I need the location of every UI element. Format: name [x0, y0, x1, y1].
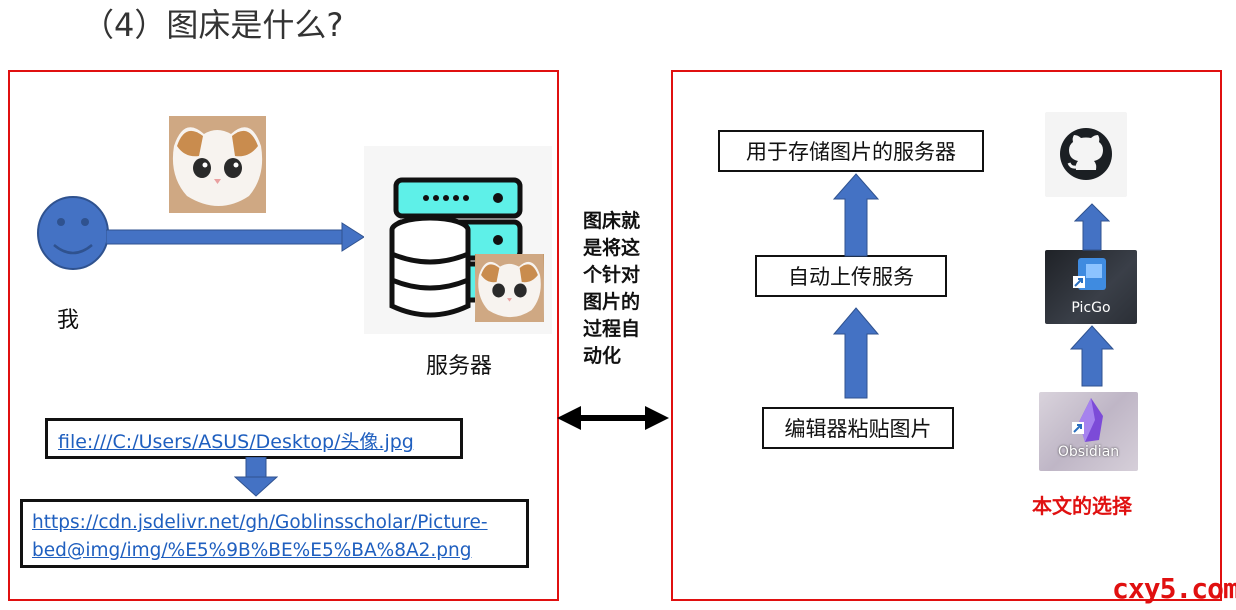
person-label: 我	[57, 308, 80, 333]
explanation-line: 图床就	[583, 210, 641, 232]
up-arrow-icon	[833, 307, 879, 399]
obsidian-icon	[1072, 398, 1103, 442]
double-arrow-icon	[557, 406, 669, 430]
up-arrow-icon	[833, 173, 879, 257]
explanation-text: 图床就 是将这 个针对 图片的 过程自 动化	[583, 208, 655, 370]
explanation-line: 个针对	[583, 264, 641, 286]
cdn-url-line1[interactable]: https://cdn.jsdelivr.net/gh/Goblinsschol…	[32, 512, 488, 533]
up-arrow-icon	[1070, 325, 1114, 387]
explanation-line: 图片的	[583, 291, 641, 313]
step-editor-paste: 编辑器粘贴图片	[762, 407, 954, 449]
step-storage-server: 用于存储图片的服务器	[718, 130, 984, 172]
picgo-app-tile: PicGo	[1045, 250, 1137, 324]
choice-label: 本文的选择	[1032, 494, 1132, 518]
local-path-box: file:///C:/Users/ASUS/Desktop/头像.jpg	[45, 418, 463, 459]
cat-photo-on-server	[475, 254, 544, 322]
local-path-link[interactable]: file:///C:/Users/ASUS/Desktop/头像.jpg	[58, 431, 414, 453]
cdn-url-line2[interactable]: bed@img/img/%E5%9B%BE%E5%BA%8A2.png	[32, 540, 472, 561]
page-title: （4）图床是什么?	[82, 6, 344, 44]
down-arrow-icon	[234, 457, 278, 497]
github-app-tile	[1045, 112, 1127, 197]
step-auto-upload: 自动上传服务	[755, 255, 947, 297]
right-panel	[671, 70, 1222, 601]
cat-photo	[169, 116, 266, 213]
person-smiley-icon	[37, 196, 109, 270]
up-arrow-icon	[1074, 203, 1110, 251]
explanation-line: 是将这	[583, 237, 641, 259]
left-panel	[8, 70, 559, 601]
server-database-icon	[364, 146, 552, 334]
explanation-line: 过程自	[583, 318, 641, 340]
picgo-app-label: PicGo	[1071, 300, 1111, 316]
obsidian-app-label: Obsidian	[1057, 444, 1120, 460]
picgo-icon	[1073, 258, 1106, 290]
obsidian-app-tile: Obsidian	[1039, 392, 1138, 471]
github-icon	[1060, 128, 1112, 180]
upload-arrow-icon	[106, 222, 365, 252]
watermark: cxy5.com	[1112, 572, 1236, 605]
cdn-url-box: https://cdn.jsdelivr.net/gh/Goblinsschol…	[20, 499, 529, 568]
explanation-line: 动化	[583, 345, 622, 367]
server-label: 服务器	[426, 354, 493, 379]
